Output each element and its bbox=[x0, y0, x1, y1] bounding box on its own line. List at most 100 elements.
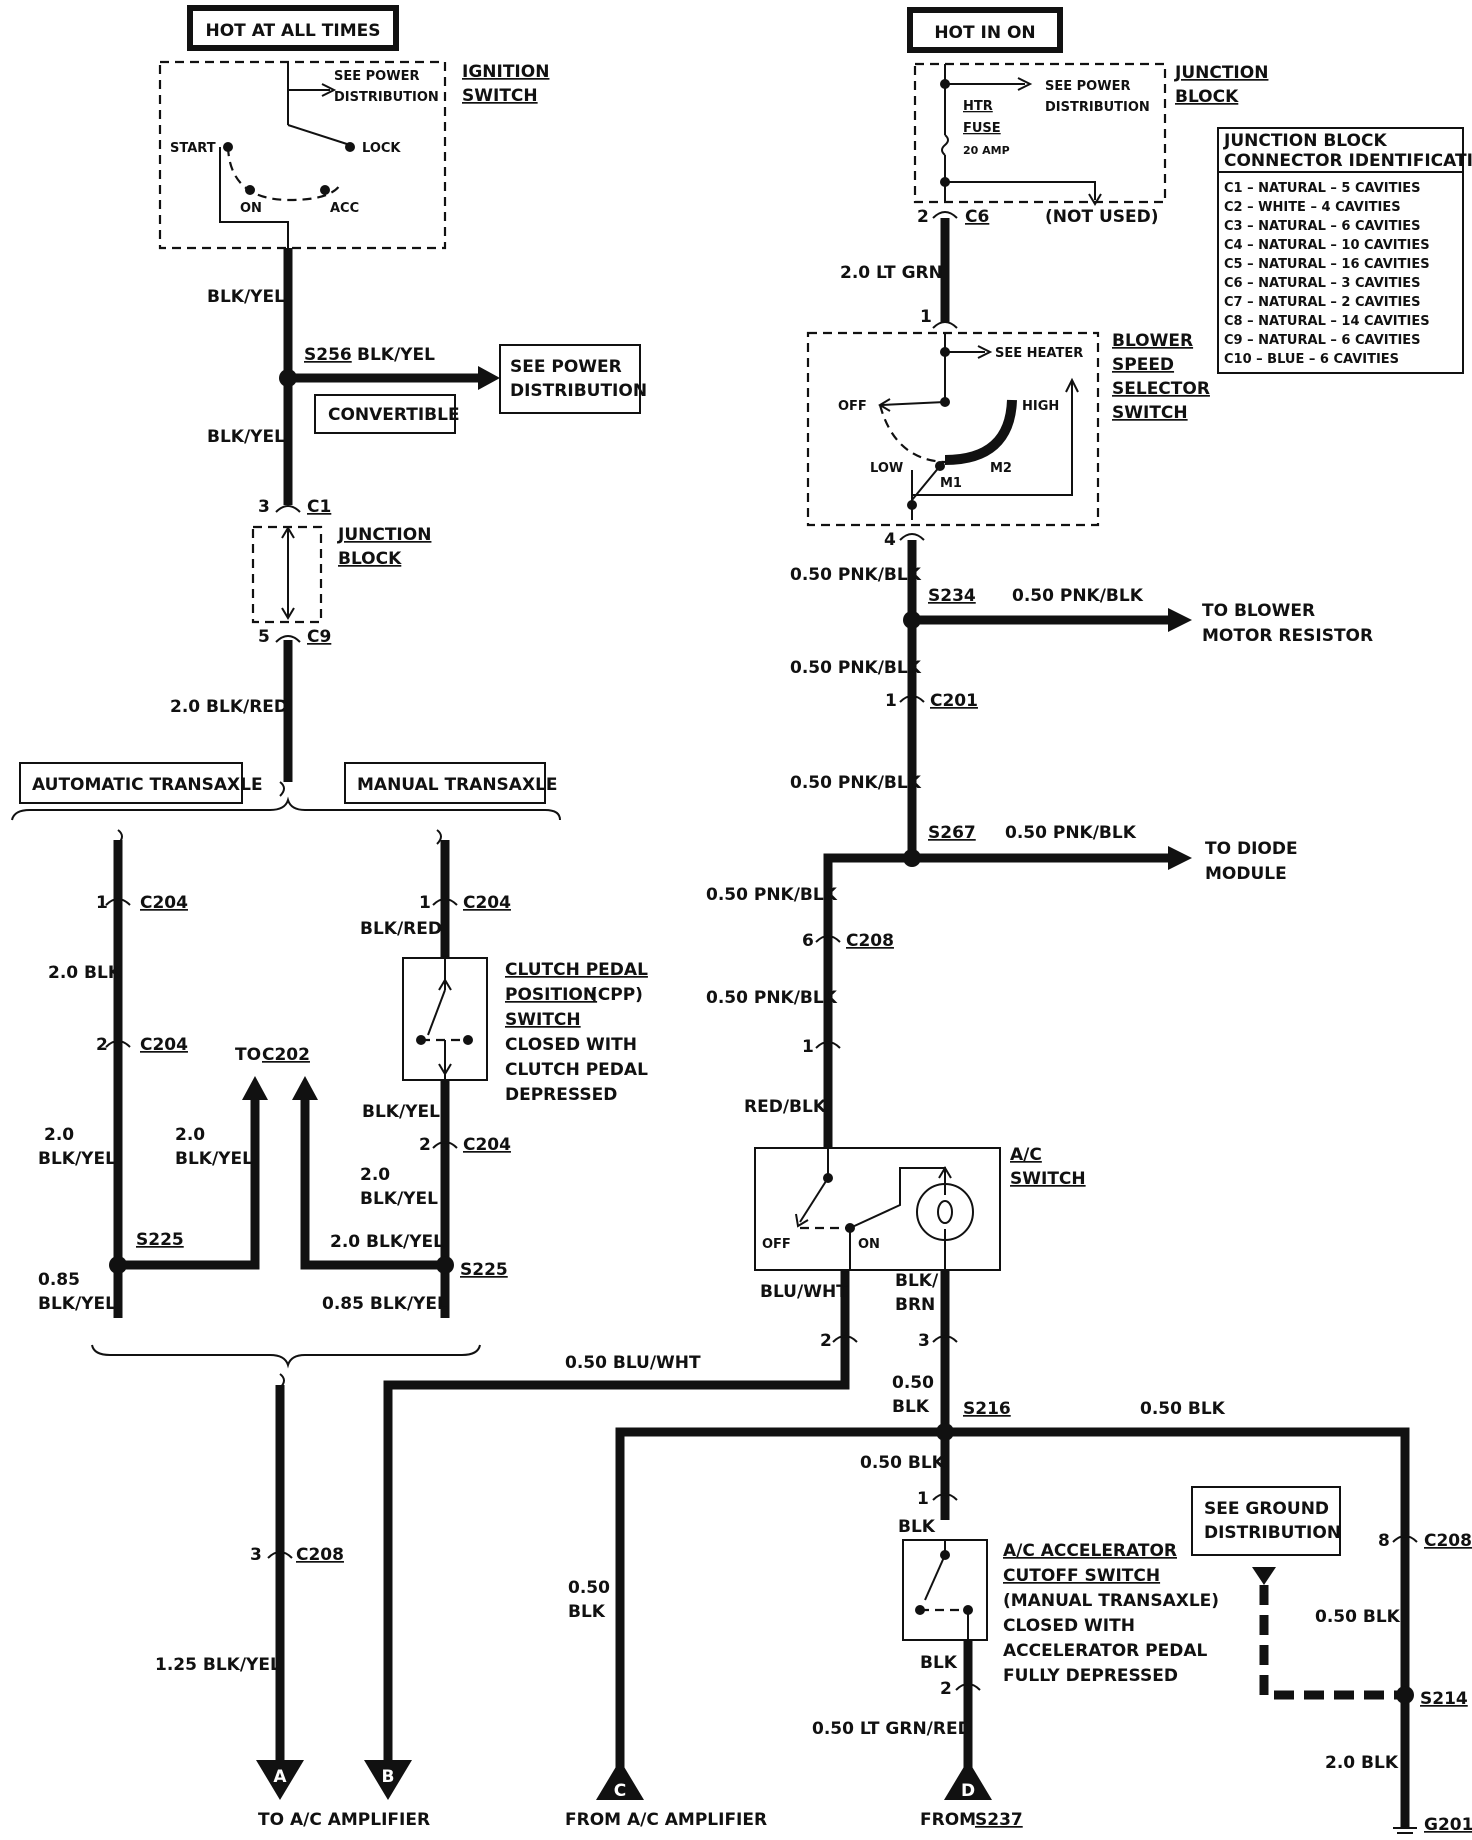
svg-text:JUNCTION: JUNCTION bbox=[1174, 63, 1268, 83]
svg-text:(MANUAL TRANSAXLE): (MANUAL TRANSAXLE) bbox=[1003, 1591, 1219, 1611]
svg-text:SWITCH: SWITCH bbox=[1112, 403, 1188, 423]
svg-text:2.0 LT GRN: 2.0 LT GRN bbox=[840, 263, 943, 283]
svg-text:OFF: OFF bbox=[762, 1237, 791, 1252]
svg-text:BLK: BLK bbox=[920, 1653, 958, 1673]
svg-text:ACC: ACC bbox=[330, 201, 359, 216]
svg-text:MODULE: MODULE bbox=[1205, 864, 1287, 884]
svg-text:S225: S225 bbox=[136, 1230, 184, 1250]
svg-text:C2 – WHITE – 4 CAVITIES: C2 – WHITE – 4 CAVITIES bbox=[1224, 200, 1401, 215]
svg-text:MANUAL TRANSAXLE: MANUAL TRANSAXLE bbox=[357, 775, 558, 795]
svg-text:C10 – BLUE – 6 CAVITIES: C10 – BLUE – 6 CAVITIES bbox=[1224, 352, 1399, 367]
svg-text:OFF: OFF bbox=[838, 399, 867, 414]
svg-text:SELECTOR: SELECTOR bbox=[1112, 379, 1210, 399]
svg-text:LOCK: LOCK bbox=[362, 141, 401, 156]
svg-text:C3 – NATURAL – 6 CAVITIES: C3 – NATURAL – 6 CAVITIES bbox=[1224, 219, 1421, 234]
from-ac-amplifier-label: FROM A/C AMPLIFIER bbox=[565, 1810, 767, 1830]
splice-label: S256 bbox=[304, 345, 352, 365]
wire-label: BLK/YEL bbox=[357, 345, 435, 365]
svg-text:BLK/YEL: BLK/YEL bbox=[38, 1294, 116, 1314]
svg-text:0.50 PNK/BLK: 0.50 PNK/BLK bbox=[706, 885, 838, 905]
from-s237-label: FROM bbox=[920, 1810, 976, 1830]
svg-text:BLK/RED: BLK/RED bbox=[360, 919, 442, 939]
svg-text:CLUTCH PEDAL: CLUTCH PEDAL bbox=[505, 1060, 648, 1080]
wire-label: BLK/YEL bbox=[207, 427, 285, 447]
svg-text:CUTOFF SWITCH: CUTOFF SWITCH bbox=[1003, 1566, 1160, 1586]
svg-text:SEE POWER: SEE POWER bbox=[510, 357, 622, 377]
svg-text:C4 – NATURAL – 10 CAVITIES: C4 – NATURAL – 10 CAVITIES bbox=[1224, 238, 1430, 253]
blower-speed-selector-switch: SEE HEATER OFF HIGH LOW M1 M2 bbox=[806, 331, 1100, 527]
svg-text:JUNCTION: JUNCTION bbox=[337, 525, 431, 545]
svg-text:DISTRIBUTION: DISTRIBUTION bbox=[1045, 100, 1150, 115]
svg-text:C: C bbox=[614, 1781, 626, 1801]
svg-text:START: START bbox=[170, 141, 216, 156]
svg-text:3: 3 bbox=[258, 497, 270, 517]
svg-text:C204: C204 bbox=[140, 1035, 188, 1055]
svg-text:SEE POWER: SEE POWER bbox=[334, 69, 419, 84]
junction-block-top: SEE POWER DISTRIBUTION HTR FUSE 20 AMP bbox=[913, 62, 1167, 206]
svg-text:0.50 PNK/BLK: 0.50 PNK/BLK bbox=[790, 773, 922, 793]
svg-text:DISTRIBUTION: DISTRIBUTION bbox=[334, 90, 439, 105]
svg-text:C208: C208 bbox=[296, 1545, 344, 1565]
splice-s214 bbox=[1396, 1686, 1414, 1704]
svg-text:C1: C1 bbox=[307, 497, 331, 517]
svg-text:C208: C208 bbox=[1424, 1531, 1472, 1551]
svg-text:SEE POWER: SEE POWER bbox=[1045, 79, 1130, 94]
svg-text:3: 3 bbox=[250, 1545, 262, 1565]
svg-text:S214: S214 bbox=[1420, 1689, 1468, 1709]
svg-text:BLOWER: BLOWER bbox=[1112, 331, 1193, 351]
svg-text:C208: C208 bbox=[846, 931, 894, 951]
svg-text:FUSE: FUSE bbox=[963, 121, 1001, 136]
svg-text:2.0 BLK: 2.0 BLK bbox=[1325, 1753, 1399, 1773]
svg-text:S237: S237 bbox=[975, 1810, 1023, 1830]
svg-text:BLOCK: BLOCK bbox=[338, 549, 402, 569]
svg-text:RED/BLK: RED/BLK bbox=[744, 1097, 827, 1117]
svg-text:C202: C202 bbox=[262, 1045, 310, 1065]
svg-text:2: 2 bbox=[940, 1679, 952, 1699]
svg-text:JUNCTION BLOCK: JUNCTION BLOCK bbox=[1223, 131, 1387, 151]
brace-top bbox=[11, 796, 561, 821]
svg-text:A/C ACCELERATOR: A/C ACCELERATOR bbox=[1003, 1541, 1177, 1561]
svg-text:1: 1 bbox=[419, 893, 431, 913]
svg-text:S216: S216 bbox=[963, 1399, 1011, 1419]
svg-text:2.0 BLK/YEL: 2.0 BLK/YEL bbox=[330, 1232, 444, 1252]
svg-text:HTR: HTR bbox=[963, 99, 993, 114]
hot-at-all-times-label: HOT AT ALL TIMES bbox=[187, 5, 399, 51]
brace-bottom bbox=[91, 1344, 481, 1369]
svg-text:C9 – NATURAL – 6 CAVITIES: C9 – NATURAL – 6 CAVITIES bbox=[1224, 333, 1421, 348]
svg-text:BLK/YEL: BLK/YEL bbox=[175, 1149, 253, 1169]
svg-text:S267: S267 bbox=[928, 823, 976, 843]
hot-in-on-label: HOT IN ON bbox=[907, 7, 1063, 53]
svg-text:D: D bbox=[961, 1781, 975, 1801]
svg-text:CLOSED WITH: CLOSED WITH bbox=[505, 1035, 637, 1055]
svg-text:C1 – NATURAL – 5 CAVITIES: C1 – NATURAL – 5 CAVITIES bbox=[1224, 181, 1421, 196]
svg-text:BLK/YEL: BLK/YEL bbox=[362, 1102, 440, 1122]
svg-text:DISTRIBUTION: DISTRIBUTION bbox=[510, 381, 647, 401]
svg-text:CONVERTIBLE: CONVERTIBLE bbox=[328, 405, 460, 425]
see-ground-distribution-box: SEE GROUND DISTRIBUTION bbox=[1191, 1486, 1341, 1556]
svg-text:1: 1 bbox=[917, 1489, 929, 1509]
svg-text:0.50 PNK/BLK: 0.50 PNK/BLK bbox=[790, 658, 922, 678]
ground-g201 bbox=[1393, 1827, 1417, 1834]
svg-text:MOTOR RESISTOR: MOTOR RESISTOR bbox=[1202, 626, 1373, 646]
svg-text:5: 5 bbox=[258, 627, 270, 647]
svg-text:0.50 PNK/BLK: 0.50 PNK/BLK bbox=[1012, 586, 1144, 606]
manual-transaxle-box: MANUAL TRANSAXLE bbox=[344, 762, 558, 804]
svg-text:BLK/: BLK/ bbox=[895, 1271, 939, 1291]
svg-text:2: 2 bbox=[419, 1135, 431, 1155]
svg-text:0.50 PNK/BLK: 0.50 PNK/BLK bbox=[1005, 823, 1137, 843]
svg-text:0.50 PNK/BLK: 0.50 PNK/BLK bbox=[790, 565, 922, 585]
svg-text:C7 – NATURAL – 2 CAVITIES: C7 – NATURAL – 2 CAVITIES bbox=[1224, 295, 1421, 310]
svg-text:BLOCK: BLOCK bbox=[1175, 87, 1239, 107]
svg-text:M1: M1 bbox=[940, 476, 962, 491]
svg-text:3: 3 bbox=[918, 1331, 930, 1351]
svg-text:2.0 BLK: 2.0 BLK bbox=[48, 963, 122, 983]
connector-d: D bbox=[944, 1760, 992, 1801]
svg-text:C204: C204 bbox=[463, 1135, 511, 1155]
jb-connector-identification: JUNCTION BLOCK CONNECTOR IDENTIFICATION … bbox=[1217, 127, 1472, 374]
cpp-switch bbox=[402, 957, 488, 1081]
svg-text:2.0: 2.0 bbox=[44, 1125, 74, 1145]
svg-text:C9: C9 bbox=[307, 627, 331, 647]
svg-text:2: 2 bbox=[820, 1331, 832, 1351]
svg-text:8: 8 bbox=[1378, 1531, 1390, 1551]
